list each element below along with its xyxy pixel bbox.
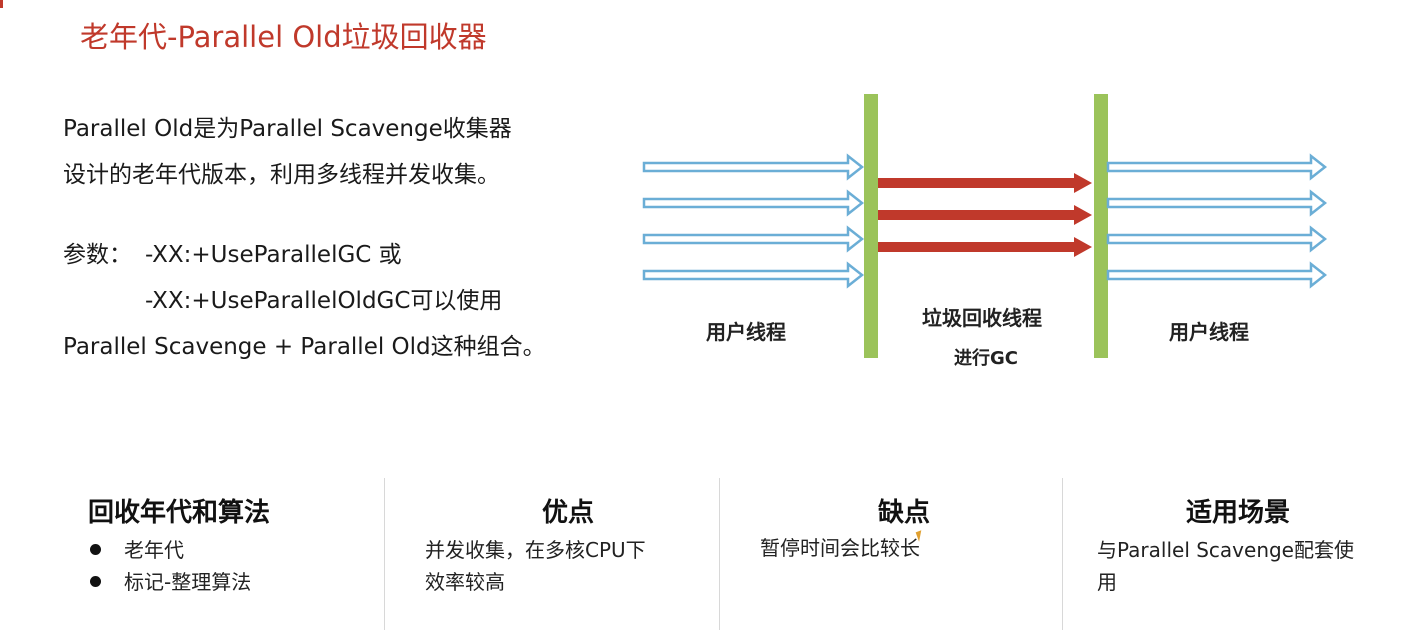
column-divider — [384, 478, 385, 630]
column-use-cases: 适用场景 与Parallel Scavenge配套使 用 — [1063, 478, 1404, 630]
diagram-label-left: 用户线程 — [706, 320, 786, 344]
diagram-canvas — [642, 94, 1328, 358]
user-thread-arrow — [1106, 225, 1328, 253]
user-thread-arrow — [1106, 261, 1328, 289]
column-divider — [1062, 478, 1063, 630]
column-body: 暂停时间会比较长 — [760, 532, 920, 564]
column-body: 与Parallel Scavenge配套使 用 — [1097, 534, 1354, 598]
column-advantages: 优点 并发收集，在多核CPU下 效率较高 — [385, 478, 719, 630]
gc-thread-diagram: 用户线程 垃圾回收线程 进行GC 用户线程 — [630, 88, 1350, 388]
list-item: 老年代 — [90, 534, 251, 566]
body-line: 效率较高 — [425, 570, 505, 594]
barrier-left — [864, 94, 878, 358]
user-threads-left — [642, 153, 865, 289]
user-threads-right — [1106, 153, 1328, 289]
diagram-label-middle: 垃圾回收线程 — [922, 306, 1042, 330]
description-line-last: Parallel Scavenge + Parallel Old这种组合。 — [63, 334, 546, 360]
user-thread-arrow — [642, 261, 865, 289]
column-disadvantages: 缺点 暂停时间会比较长 — [720, 478, 1062, 630]
diagram-sublabel-middle: 进行GC — [954, 348, 1018, 369]
barrier-right — [1094, 94, 1108, 358]
param-value-2: -XX:+UseParallelOldGC可以使用 — [145, 288, 503, 314]
gc-threads — [878, 173, 1092, 257]
spacer — [63, 198, 623, 232]
user-thread-arrow — [1106, 189, 1328, 217]
summary-table: 回收年代和算法 老年代 标记-整理算法 优点 并发收集，在多核CPU下 效率较高… — [0, 478, 1404, 630]
param-label: 参数： — [63, 242, 132, 268]
user-thread-arrow — [642, 225, 865, 253]
column-body: 并发收集，在多核CPU下 效率较高 — [425, 534, 646, 598]
body-line: 与Parallel Scavenge配套使 — [1097, 538, 1354, 562]
page-title: 老年代-Parallel Old垃圾回收器 — [80, 20, 487, 54]
column-heading: 适用场景 — [1186, 498, 1291, 528]
body-line: 并发收集，在多核CPU下 — [425, 538, 646, 562]
column-heading: 回收年代和算法 — [88, 498, 271, 528]
gc-thread-arrow — [878, 237, 1092, 257]
user-thread-arrow — [642, 153, 865, 181]
diagram-label-right: 用户线程 — [1169, 320, 1249, 344]
column-body: 老年代 标记-整理算法 — [90, 534, 251, 598]
description: Parallel Old是为Parallel Scavenge收集器 设计的老年… — [63, 106, 623, 370]
bullet-list: 老年代 标记-整理算法 — [90, 534, 251, 598]
gc-thread-arrow — [878, 205, 1092, 225]
user-thread-arrow — [642, 189, 865, 217]
user-thread-arrow — [1106, 153, 1328, 181]
param-value-1: -XX:+UseParallelGC 或 — [145, 242, 402, 268]
list-item: 标记-整理算法 — [90, 566, 251, 598]
column-heading: 缺点 — [878, 498, 931, 528]
column-generation-algorithm: 回收年代和算法 老年代 标记-整理算法 — [0, 478, 384, 630]
corner-accent — [0, 0, 3, 8]
description-line-2: 设计的老年代版本，利用多线程并发收集。 — [63, 162, 500, 188]
body-line: 用 — [1097, 570, 1117, 594]
param-row-2: -XX:+UseParallelOldGC可以使用 — [63, 278, 623, 324]
description-line-1: Parallel Old是为Parallel Scavenge收集器 — [63, 116, 512, 142]
gc-thread-arrow — [878, 173, 1092, 193]
param-row-1: 参数： -XX:+UseParallelGC 或 — [63, 232, 623, 278]
body-line: 暂停时间会比较长 — [760, 536, 920, 560]
column-heading: 优点 — [542, 498, 595, 528]
column-divider — [719, 478, 720, 630]
